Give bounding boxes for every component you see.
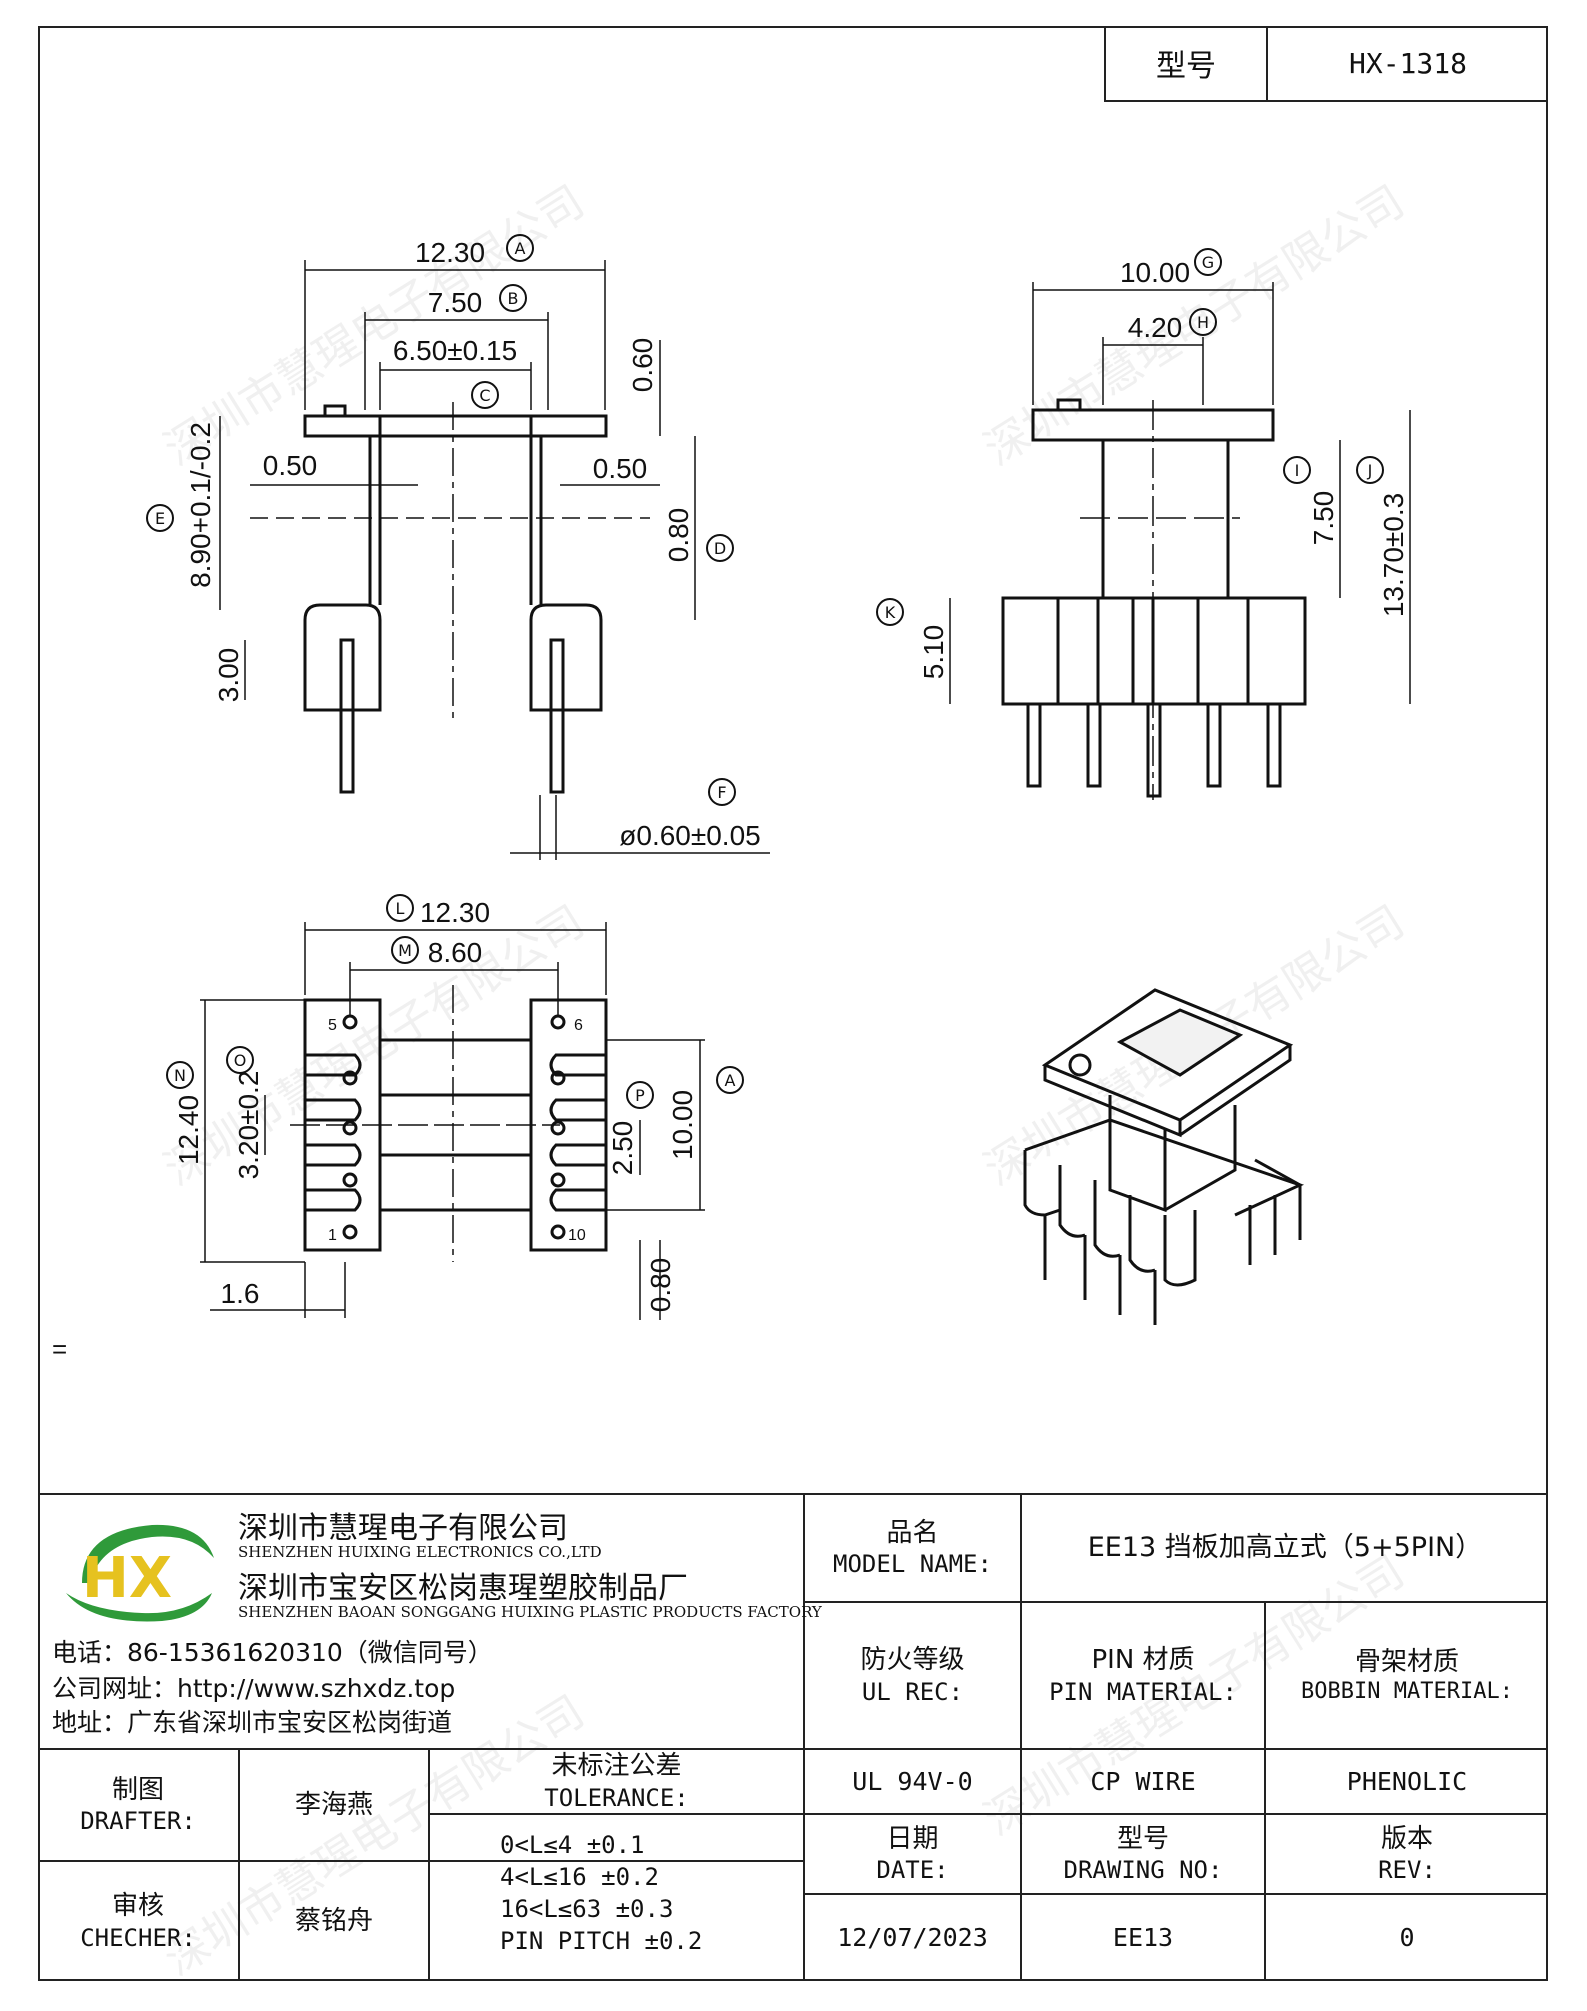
front-view [303,404,608,794]
factory-name-en: SHENZHEN BAOAN SONGGANG HUIXING PLASTIC … [238,1603,822,1621]
dim-text: 4.20 [1128,312,1183,343]
company-name-en: SHENZHEN HUIXING ELECTRONICS CO.,LTD [238,1543,602,1561]
dim-text: 10.00 [667,1090,698,1160]
callout-letter: M [398,941,412,960]
drawing-no-label: 型号 DRAWING NO: [1063,1823,1223,1885]
callout-letter: K [885,603,896,622]
drawing-frame [38,26,1548,1981]
model-header: 型号 HX-1318 [1104,26,1548,102]
drafter-label: 制图 DRAFTER: [80,1774,196,1836]
pin-number: 6 [574,1017,583,1034]
bobbin-material-label: 骨架材质 BOBBIN MATERIAL: [1301,1646,1513,1705]
pin-material-value: CP WIRE [1090,1766,1196,1796]
tolerance-row: 16<L≤63 ±0.3 [500,1895,674,1923]
dim-text: 8.60 [428,937,483,968]
rev-label: 版本 REV: [1378,1823,1436,1885]
company-name-cn: 深圳市慧瑆电子有限公司 [238,1511,568,1546]
logo-text: HX [82,1546,172,1611]
callout-letter: N [174,1066,186,1085]
dim-text: 12.30 [420,897,490,928]
callout-letter: B [508,289,519,308]
callout-letter: J [1367,461,1373,480]
dim-text: 0.50 [593,453,648,484]
factory-name-cn: 深圳市宝安区松岗惠瑆塑胶制品厂 [238,1571,688,1606]
callout-letter: P [635,1086,645,1105]
tolerance-label: 未标注公差 TOLERANCE: [544,1751,689,1812]
tolerance-list: 0<L≤4 ±0.1 4<L≤16 ±0.2 16<L≤63 ±0.3 PIN … [500,1829,702,1957]
iso-view [1023,988,1305,1325]
company-website: 公司网址：http://www.szhxdz.top [52,1674,456,1703]
date-label: 日期 DATE: [876,1823,949,1885]
dim-text: 5.10 [918,625,949,680]
callout-letter: L [396,899,405,918]
callout-markers: A B C D E F G H I J K L M N O P A [146,234,1384,1109]
dim-text: 3.20±0.2 [233,1071,264,1180]
company-logo: HX [52,1513,222,1631]
dim-text: 7.50 [1308,491,1339,546]
pin-number: 1 [328,1227,337,1244]
callout-letter: A [725,1071,736,1090]
bobbin-material-value: PHENOLIC [1346,1766,1468,1796]
dimension-texts: 12.30 7.50 6.50±0.15 0.50 0.50 0.60 0.80… [52,237,1409,1364]
callout-letter: C [479,386,490,405]
dim-text: 0.50 [263,450,318,481]
stray-mark: = [52,1334,67,1364]
dim-text: 12.40 [173,1095,204,1165]
side-view [1001,398,1307,798]
ul-rec-value: UL 94V-0 [852,1766,973,1796]
callout-letter: O [234,1051,247,1070]
tolerance-row: 4<L≤16 ±0.2 [500,1863,659,1891]
front-dimension-lines [219,260,770,860]
callout-letter: D [714,539,726,558]
dim-text: 0.60 [627,338,658,393]
callout-letter: G [1202,253,1214,272]
tolerance-row: PIN PITCH ±0.2 [500,1927,703,1955]
dim-text: 0.80 [663,508,694,563]
company-phone: 电话：86-15361620310（微信同号） [52,1638,493,1667]
drawing-no-value: EE13 [1112,1923,1174,1953]
dim-text: 10.00 [1120,257,1190,288]
dim-text: 8.90+0.1/-0.2 [185,422,216,588]
bottom-dimension-lines [200,922,705,1320]
model-label: 型号 [1106,26,1268,100]
tolerance-row: 0<L≤4 ±0.1 [500,1831,645,1859]
callout-letter: H [1197,313,1209,332]
dim-text: 1.6 [221,1278,260,1309]
dim-text: 6.50±0.15 [393,335,517,366]
rev-value: 0 [1399,1923,1415,1953]
dim-text: 13.70±0.3 [1378,493,1409,617]
date-value: 12/07/2023 [837,1923,988,1953]
pin-number: 10 [568,1227,586,1244]
drafter-name: 李海燕 [294,1789,373,1820]
model-name-value: EE13 挡板加高立式（5+5PIN） [1087,1532,1483,1564]
title-block: HX 深圳市慧瑆电子有限公司 SHENZHEN HUIXING ELECTRON… [38,1493,1548,1981]
dim-text: 7.50 [428,287,483,318]
dim-text: 12.30 [415,237,485,268]
callout-letter: E [155,509,165,528]
company-address: 地址：广东省深圳市宝安区松岗街道 [52,1708,453,1737]
model-name-label: 品名 MODEL NAME: [833,1517,992,1579]
dim-text: 3.00 [213,648,244,703]
callout-letter: I [1295,461,1300,480]
pin-material-label: PIN 材质 PIN MATERIAL: [1049,1645,1237,1706]
dim-text: ø0.60±0.05 [619,820,760,851]
callout-letter: F [717,783,726,802]
dim-text: 0.80 [645,1258,676,1313]
dim-text: 2.50 [607,1121,638,1176]
ul-rec-label: 防火等级 UL REC: [860,1645,965,1706]
pin-number: 5 [328,1017,337,1034]
side-dimension-lines [949,282,1411,800]
callout-letter: A [515,239,526,258]
model-value: HX-1318 [1348,46,1467,80]
checker-label: 审核 CHECHER: [80,1891,196,1952]
technical-drawing: A B C D E F G H I J K L M N O P A 12.30 7.50 6.50±0.15 0… [52,234,1411,1364]
checker-name: 蔡铭舟 [294,1906,373,1937]
